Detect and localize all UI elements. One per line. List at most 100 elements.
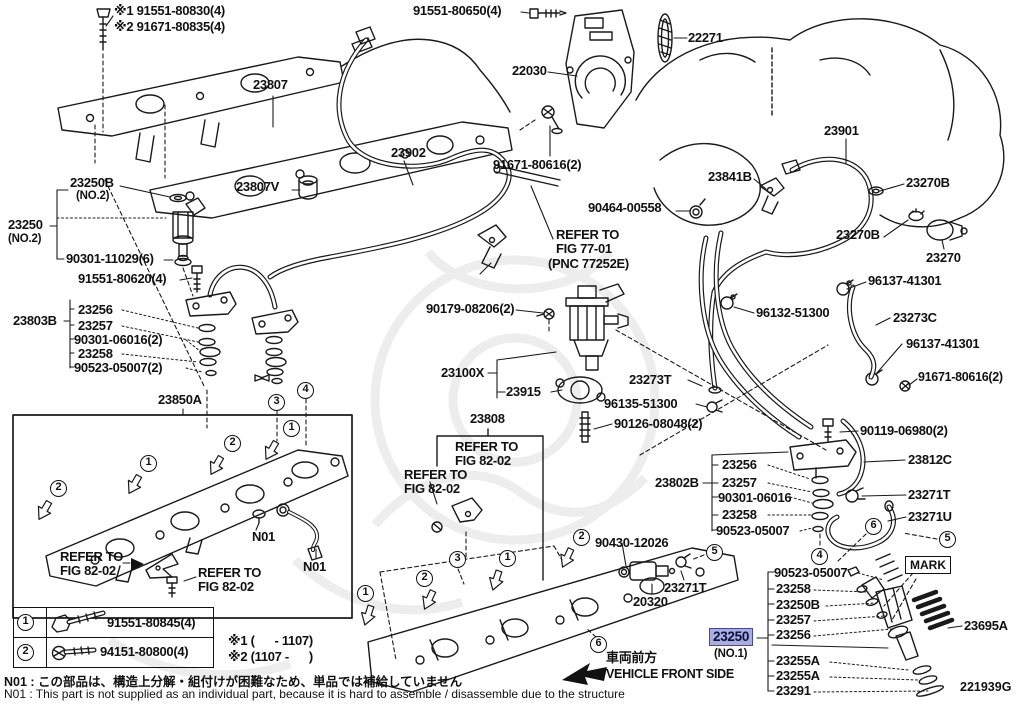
- label-23808: 23808: [470, 411, 505, 426]
- legend-note-2: ※2 (1107 - ): [228, 649, 313, 664]
- callout-6: 6: [865, 518, 882, 535]
- fuel-rail-lower: [367, 547, 739, 693]
- legend-callout-2: 2: [17, 644, 34, 661]
- label-fig-82-02-d: FIG 82-02: [60, 563, 116, 578]
- label-23270: 23270: [926, 250, 961, 265]
- fuel-hose-23812C: [836, 418, 866, 497]
- label-23258-c: 23258: [776, 581, 811, 596]
- label-23255A-a: 23255A: [776, 653, 820, 668]
- label-23256-c: 23256: [776, 627, 811, 642]
- label-23273T: 23273T: [629, 372, 672, 387]
- label-90523-05007-a: 90523-05007: [716, 523, 790, 538]
- label-23291: 23291: [776, 683, 811, 698]
- label-91551-80620: 91551-80620(4): [78, 271, 167, 286]
- label-91551-80830: ※1 91551-80830(4): [114, 3, 225, 18]
- fuel-pipes-23802B: [698, 230, 857, 533]
- label-fig-82-02-e: FIG 82-02: [198, 579, 254, 594]
- clamp-90464-icon: [689, 198, 706, 219]
- label-23250B-b: 23250B: [776, 597, 820, 612]
- label-23250-highlighted[interactable]: 23250: [709, 628, 754, 646]
- callout-3: 3: [268, 394, 285, 411]
- label-refer-to-c: REFER TO: [404, 467, 468, 482]
- label-23812C: 23812C: [908, 452, 952, 467]
- vehicle-front-arrow-icon: [562, 663, 607, 685]
- label-20320: 20320: [633, 594, 668, 609]
- label-pnc-77252e: (PNC 77252E): [548, 256, 629, 271]
- check-valve-23270-icon: [926, 219, 968, 241]
- label-refer-to-e: REFER TO: [198, 565, 262, 580]
- label-23257-a: 23257: [78, 318, 113, 333]
- pipe-stub-fig7701-icon: [493, 164, 561, 187]
- mark-box: MARK: [905, 556, 951, 574]
- fuel-hose-23271U: [825, 500, 896, 551]
- injector-23250-no1-icon: [847, 553, 945, 697]
- label-90301-06016-2: 90301-06016(2): [74, 332, 163, 347]
- label-23807V: 23807V: [236, 179, 280, 194]
- callout-arrows: [37, 439, 575, 626]
- fuel-pipe-23901: [708, 156, 874, 394]
- label-refer-to-fig77: REFER TO: [556, 227, 620, 242]
- label-91671-80616-top: 91671-80616(2): [493, 157, 582, 172]
- label-23270B-2: 23270B: [836, 227, 880, 242]
- callout-1: 1: [283, 420, 300, 437]
- clamp-23841B-right-icon: [759, 177, 785, 215]
- callout-1: 1: [499, 550, 516, 567]
- label-23250B-left: 23250B: [70, 175, 114, 190]
- dotted-leaders: [56, 217, 929, 693]
- label-22271: 22271: [688, 30, 723, 45]
- label-90126-08048: 90126-08048(2): [614, 416, 703, 431]
- legend-part-1: 91551-80845(4): [107, 615, 196, 630]
- sensor-20320-icon: [618, 553, 692, 581]
- bolt-star-icon: [96, 8, 111, 51]
- label-23258-a: 23258: [78, 346, 113, 361]
- callout-5: 5: [706, 544, 723, 561]
- vehicle-front-en: VEHICLE FRONT SIDE: [606, 667, 734, 681]
- label-96137-41301-b: 96137-41301: [906, 336, 980, 351]
- regulator-23100X-icon: [536, 283, 723, 443]
- label-23256-b: 23256: [722, 457, 757, 472]
- callout-2: 2: [573, 529, 590, 546]
- label-96137-41301-a: 96137-41301: [868, 273, 942, 288]
- label-23257-c: 23257: [776, 612, 811, 627]
- gasket-22271-icon: [657, 13, 673, 63]
- callout-4: 4: [297, 382, 314, 399]
- label-refer-to-b: REFER TO: [455, 439, 519, 454]
- refer-arrow-icon: [131, 558, 144, 571]
- label-no2-a: (NO.2): [76, 190, 110, 202]
- dashed-lines: [94, 53, 938, 661]
- label-96135-51300: 96135-51300: [604, 396, 678, 411]
- label-23841B-right: 23841B: [708, 169, 752, 184]
- label-90301-11029: 90301-11029(6): [66, 251, 154, 266]
- label-90179-08206: 90179-08206(2): [426, 301, 515, 316]
- spacer-23695A-icon: [911, 589, 955, 631]
- figure-code: 221939G: [960, 680, 1012, 694]
- label-23802B: 23802B: [655, 475, 699, 490]
- intake-manifold-outline: [635, 18, 1005, 228]
- vehicle-front-jp: 車両前方: [606, 650, 657, 665]
- subassembly-box-23850A: [12, 374, 353, 619]
- callout-1: 1: [357, 585, 374, 602]
- watermark: [107, 249, 660, 680]
- bolt-91551-80650-icon: [529, 8, 567, 19]
- label-23273C: 23273C: [893, 310, 937, 325]
- label-23850A: 23850A: [158, 392, 202, 407]
- label-90430-12026: 90430-12026: [595, 535, 669, 550]
- injector-23250-no2-icon: [169, 193, 206, 267]
- footnote-en: N01 : This part is not supplied as an in…: [4, 687, 625, 701]
- legend-callout-1: 1: [17, 614, 34, 631]
- label-23100X: 23100X: [441, 365, 485, 380]
- label-23257-b: 23257: [722, 475, 757, 490]
- legend-table: [13, 607, 214, 668]
- bolt-91551-80620-icon: [191, 265, 203, 293]
- fuel-rail-upper: [57, 37, 513, 219]
- label-23901: 23901: [824, 123, 859, 138]
- throttle-body-icon: [565, 9, 635, 129]
- bolt-91671-80616-icon: [541, 105, 563, 135]
- callout-3: 3: [449, 551, 466, 568]
- bracket-23808-icon: [431, 428, 544, 581]
- callout-1: 1: [140, 455, 157, 472]
- damper-23807V-icon: [298, 175, 318, 200]
- label-23270B-1: 23270B: [906, 175, 950, 190]
- label-96132-51300: 96132-51300: [756, 305, 830, 320]
